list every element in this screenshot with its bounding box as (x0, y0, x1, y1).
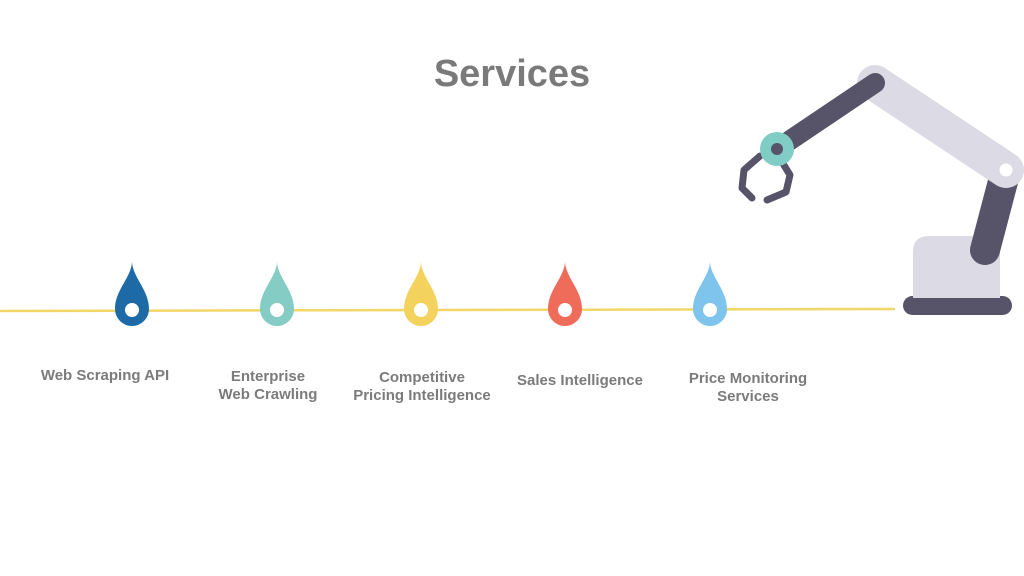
service-marker-competitive-pricing-intelligence (404, 262, 438, 326)
map-pin-drop-icon (548, 262, 582, 326)
robot-shoulder-joint (869, 77, 881, 89)
marker-hole (270, 303, 284, 317)
robot-base-plate (903, 296, 1012, 315)
marker-hole (558, 303, 572, 317)
service-label-price-monitoring-services: Price Monitoring Services (688, 370, 808, 405)
robot-wrist-center (771, 143, 783, 155)
service-marker-web-scraping-api (115, 262, 149, 326)
marker-hole (703, 303, 717, 317)
service-label-enterprise-web-crawling: Enterprise Web Crawling (218, 368, 318, 403)
robot-base-joint (979, 244, 991, 256)
robot-elbow-joint (999, 163, 1013, 177)
service-marker-sales-intelligence (548, 262, 582, 326)
timeline-line (0, 307, 896, 313)
service-label-competitive-pricing-intelligence: Competitive Pricing Intelligence (353, 369, 491, 404)
service-marker-enterprise-web-crawling (260, 262, 294, 326)
robotic-arm-icon (738, 65, 1024, 315)
map-pin-drop-icon (404, 262, 438, 326)
robot-claw-left (738, 152, 764, 202)
robot-upper-arm (857, 65, 1024, 188)
service-label-sales-intelligence: Sales Intelligence (517, 372, 643, 389)
robot-forearm (767, 73, 885, 159)
map-pin-drop-icon (115, 262, 149, 326)
map-pin-drop-icon (693, 262, 727, 326)
robot-claw-right (763, 158, 794, 204)
page-title: Services (433, 53, 591, 95)
marker-hole (414, 303, 428, 317)
service-marker-price-monitoring-services (693, 262, 727, 326)
map-pin-drop-icon (260, 262, 294, 326)
marker-hole (125, 303, 139, 317)
service-label-web-scraping-api: Web Scraping API (40, 367, 170, 384)
